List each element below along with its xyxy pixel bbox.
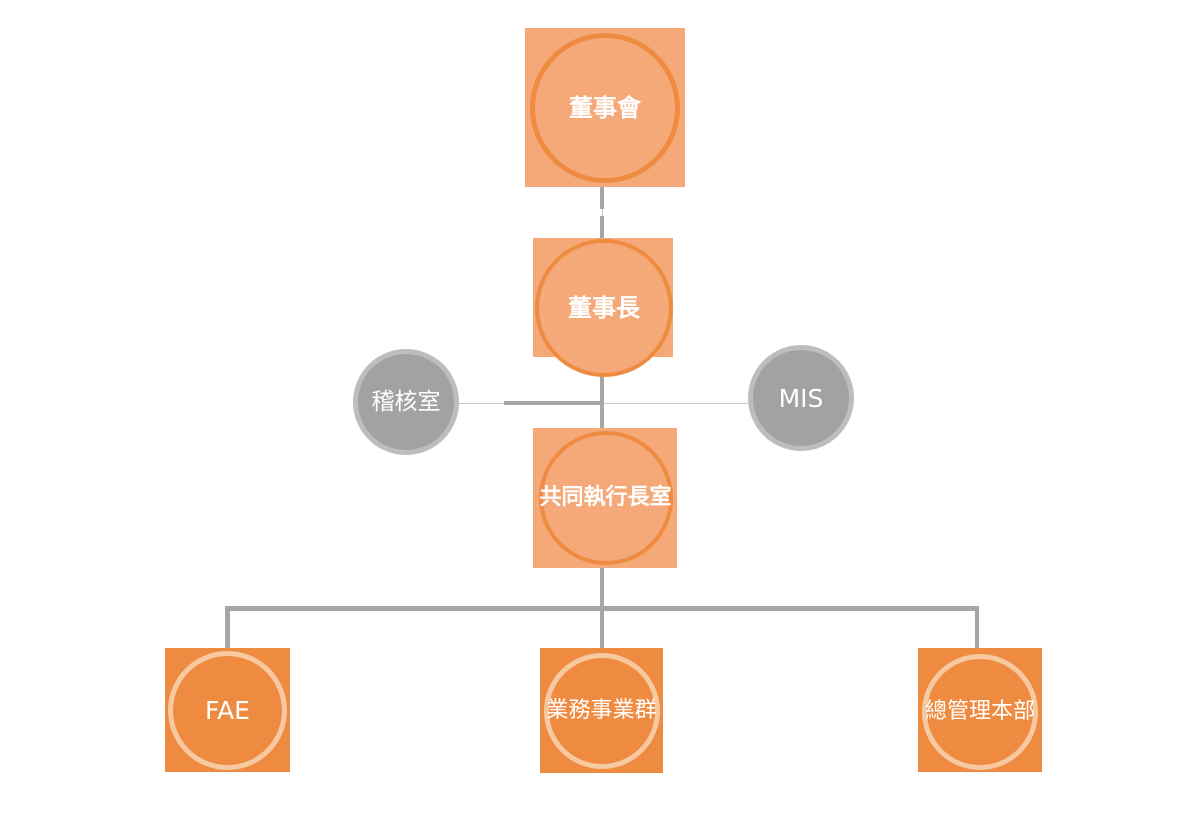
board-label: 董事會 bbox=[569, 93, 641, 122]
chairman-label: 董事長 bbox=[568, 294, 640, 322]
co-ceo-circle-shape: 共同執行長室 bbox=[538, 431, 673, 565]
connector-board-chairman-upper bbox=[599, 187, 604, 209]
fae-circle-shape: FAE bbox=[168, 651, 287, 770]
audit-circle-shape: 稽核室 bbox=[353, 349, 459, 455]
hq-circle-shape: 總管理本部 bbox=[922, 654, 1038, 770]
connector-board-chairman-lower bbox=[599, 216, 604, 238]
sales-label: 業務事業群 bbox=[546, 698, 657, 723]
mis-label: MIS bbox=[778, 383, 824, 413]
connector-drop-hq bbox=[974, 606, 979, 648]
connector-chairman-coceo bbox=[599, 376, 604, 428]
chairman-circle-shape: 董事長 bbox=[535, 239, 673, 377]
mis-circle-shape: MIS bbox=[748, 345, 854, 451]
connector-bottom-row-horizontal bbox=[225, 606, 979, 611]
audit-label: 稽核室 bbox=[371, 388, 441, 415]
fae-label: FAE bbox=[205, 696, 250, 725]
connector-audit-chairman-thick-segment bbox=[504, 400, 604, 405]
connector-board-chairman-thin-line bbox=[601, 187, 603, 238]
hq-label: 總管理本部 bbox=[925, 699, 1036, 724]
board-circle-shape: 董事會 bbox=[530, 32, 680, 183]
sales-circle-shape: 業務事業群 bbox=[543, 653, 660, 769]
co-ceo-label: 共同執行長室 bbox=[539, 485, 672, 510]
connector-drop-fae bbox=[225, 606, 230, 648]
